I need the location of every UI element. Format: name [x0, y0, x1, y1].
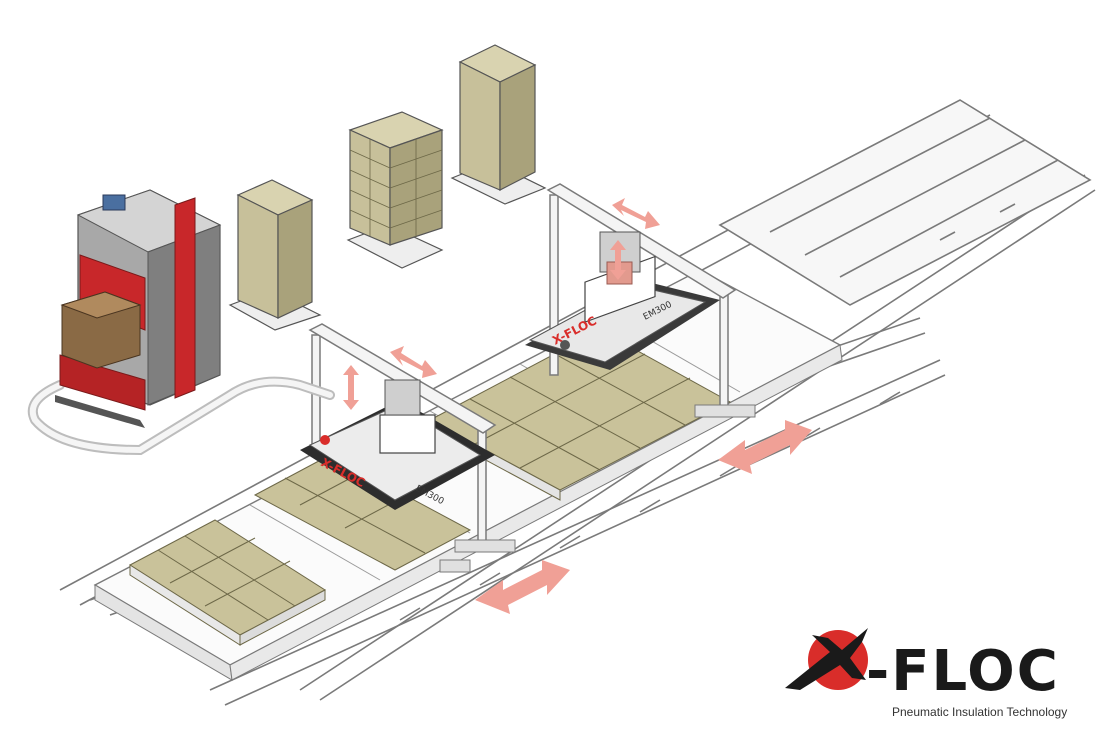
double-arrow-icon [343, 365, 359, 410]
gantry-back: X-FLOC EM300 [525, 183, 756, 418]
movement-arrows [343, 198, 812, 614]
gantry-front: X-FLOC EM300 [300, 323, 516, 573]
logo-tagline: Pneumatic Insulation Technology [892, 705, 1067, 719]
material-stock [228, 44, 547, 331]
blowing-machine [27, 189, 335, 456]
double-arrow-icon [610, 240, 626, 280]
double-arrow-icon [475, 560, 570, 614]
logo-x-mark-icon [785, 628, 868, 690]
double-arrow-icon [612, 198, 660, 229]
double-arrow-icon [390, 346, 437, 378]
logo-brand-text: -FLOC [866, 639, 1060, 704]
x-floc-logo: -FLOC Pneumatic Insulation Technology [785, 628, 1067, 719]
double-arrow-icon [718, 420, 812, 474]
